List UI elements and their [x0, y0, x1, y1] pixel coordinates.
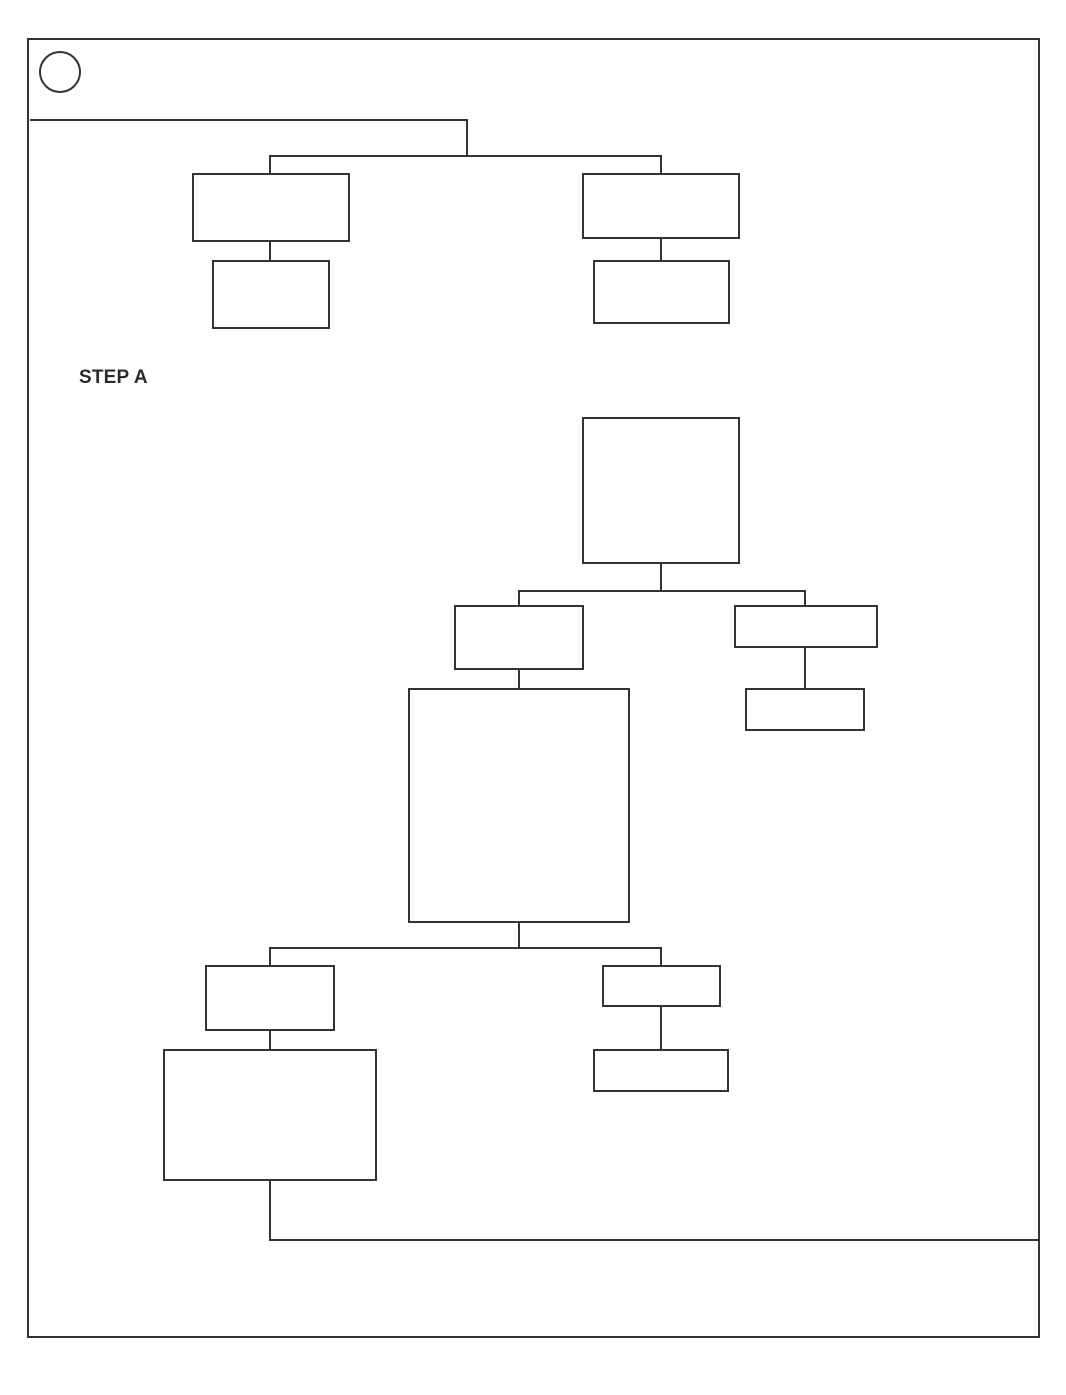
box-a2-right	[593, 260, 730, 324]
box-b-tall	[408, 688, 630, 923]
top-branch-connector	[269, 155, 662, 173]
root-branch-connector	[518, 590, 806, 606]
diagram-frame	[27, 38, 1040, 1338]
box-a1-right	[582, 173, 740, 239]
box-b-lower-left	[205, 965, 335, 1031]
box-b-mid-right	[734, 605, 878, 648]
box-b-mid-right-child	[745, 688, 865, 731]
step-b-connectors	[269, 563, 1039, 1241]
step-number-circle	[39, 51, 81, 93]
step-a-connectors	[30, 119, 662, 261]
box-a1-left	[192, 173, 350, 242]
box-b-lower-right	[602, 965, 721, 1007]
lower-branch-connector	[269, 947, 662, 966]
box-b-lower-left-child	[163, 1049, 377, 1181]
box-b-mid-left	[454, 605, 584, 670]
box-a2-left	[212, 260, 330, 329]
box-b-root	[582, 417, 740, 564]
step-a-label: STEP A	[79, 367, 148, 388]
box-b-lower-right-child	[593, 1049, 729, 1092]
entry-connector	[30, 119, 468, 156]
exit-connector	[269, 1180, 1039, 1241]
